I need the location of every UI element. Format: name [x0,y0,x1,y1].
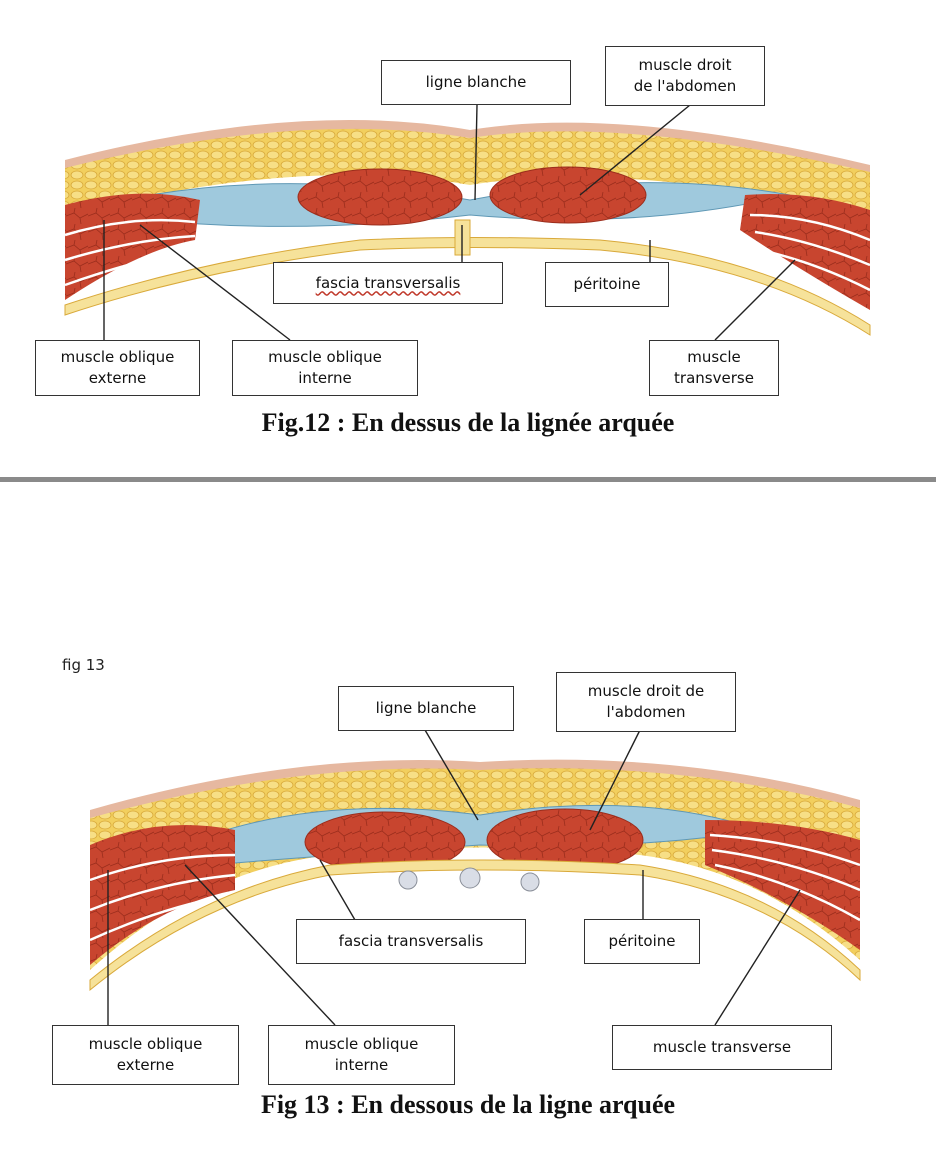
fig13-peritoneum [89,859,861,992]
fig13-illustration [89,729,861,1026]
fig13-label-transverse: muscle transverse [612,1025,832,1070]
fig13-leader-lines [107,729,801,1026]
fig12-label-peritoine: péritoine [545,262,669,307]
fig12-label-transverse: muscle transverse [649,340,779,396]
figure-divider [0,477,936,482]
fig12-rectus-left [297,168,463,226]
fig13-label-oblique-interne: muscle oblique interne [268,1025,455,1085]
fig12-label-muscle-droit: muscle droit de l'abdomen [605,46,765,106]
fig13-label-oblique-externe: muscle oblique externe [52,1025,239,1085]
fig12-label-oblique-externe: muscle oblique externe [35,340,200,396]
fig12-fat-layer [65,128,870,215]
fig12-illustration [64,104,871,341]
fig12-leader-lines [103,104,796,341]
fig12-peritoneum [64,237,871,336]
fig12-label-ligne-blanche: ligne blanche [381,60,571,105]
fig12-label-fascia: fascia transversalis [273,262,503,304]
fig13-vessels [398,867,540,892]
fig12-rectus-right [489,166,647,224]
fig13-label-ligne-blanche: ligne blanche [338,686,514,731]
fig13-label-muscle-droit: muscle droit de l'abdomen [556,672,736,732]
fig13-left-muscles [90,825,235,965]
fig12-right-muscles [740,194,870,310]
fig13-tag: fig 13 [62,656,105,674]
fig13-label-peritoine: péritoine [584,919,700,964]
fig12-caption: Fig.12 : En dessus de la lignée arquée [261,408,675,437]
fig13-caption: Fig 13 : En dessous de la ligne arquée [260,1090,676,1119]
fig12-label-oblique-interne: muscle oblique interne [232,340,418,396]
fig12-fascia-text: fascia transversalis [315,273,461,292]
fig13-label-fascia: fascia transversalis [296,919,526,964]
